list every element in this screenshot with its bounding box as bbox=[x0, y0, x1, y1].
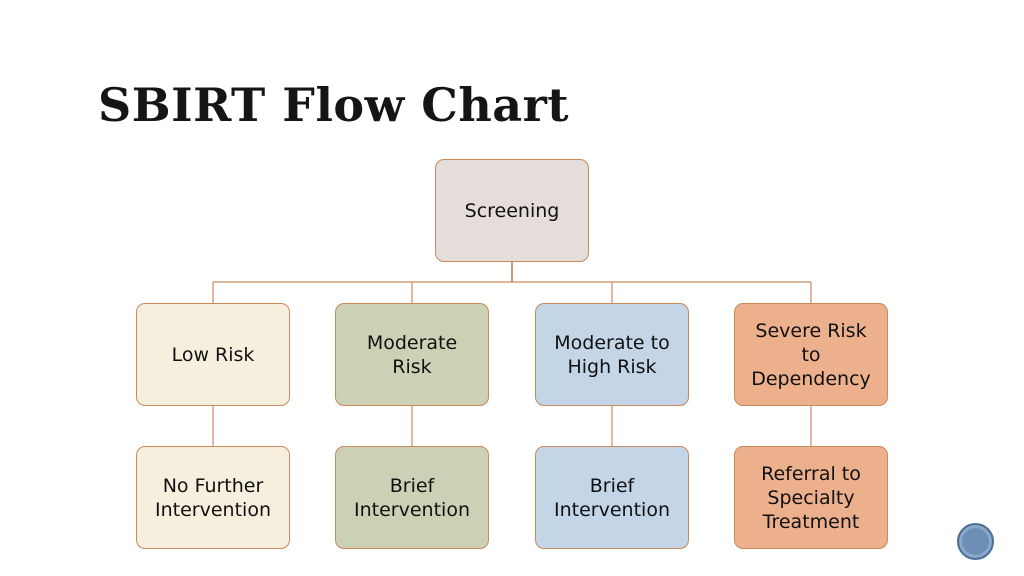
node-brief-intervention-moderate[interactable]: Brief Intervention bbox=[335, 446, 489, 549]
node-screening[interactable]: Screening bbox=[435, 159, 589, 262]
node-low-risk-label: Low Risk bbox=[171, 343, 255, 366]
node-referral-label: Referral to Specialty Treatment bbox=[761, 462, 861, 533]
node-moderate-risk[interactable]: Moderate Risk bbox=[335, 303, 489, 406]
node-no-further-intervention[interactable]: No Further Intervention bbox=[136, 446, 290, 549]
node-brief-intervention-high-label: Brief Intervention bbox=[554, 474, 670, 521]
node-brief-intervention-high[interactable]: Brief Intervention bbox=[535, 446, 689, 549]
node-no-further-intervention-label: No Further Intervention bbox=[155, 474, 271, 521]
node-low-risk[interactable]: Low Risk bbox=[136, 303, 290, 406]
node-brief-intervention-moderate-label: Brief Intervention bbox=[354, 474, 470, 521]
node-moderate-to-high-risk-label: Moderate to High Risk bbox=[554, 331, 670, 378]
node-severe-risk-label: Severe Risk to Dependency bbox=[751, 319, 871, 390]
node-screening-label: Screening bbox=[464, 199, 560, 222]
node-moderate-to-high-risk[interactable]: Moderate to High Risk bbox=[535, 303, 689, 406]
node-severe-risk[interactable]: Severe Risk to Dependency bbox=[734, 303, 888, 406]
node-referral-to-specialty-treatment[interactable]: Referral to Specialty Treatment bbox=[734, 446, 888, 549]
slide-title: SBIRT Flow Chart bbox=[98, 78, 570, 132]
slide-logo-badge bbox=[957, 523, 994, 560]
node-moderate-risk-label: Moderate Risk bbox=[366, 331, 458, 378]
